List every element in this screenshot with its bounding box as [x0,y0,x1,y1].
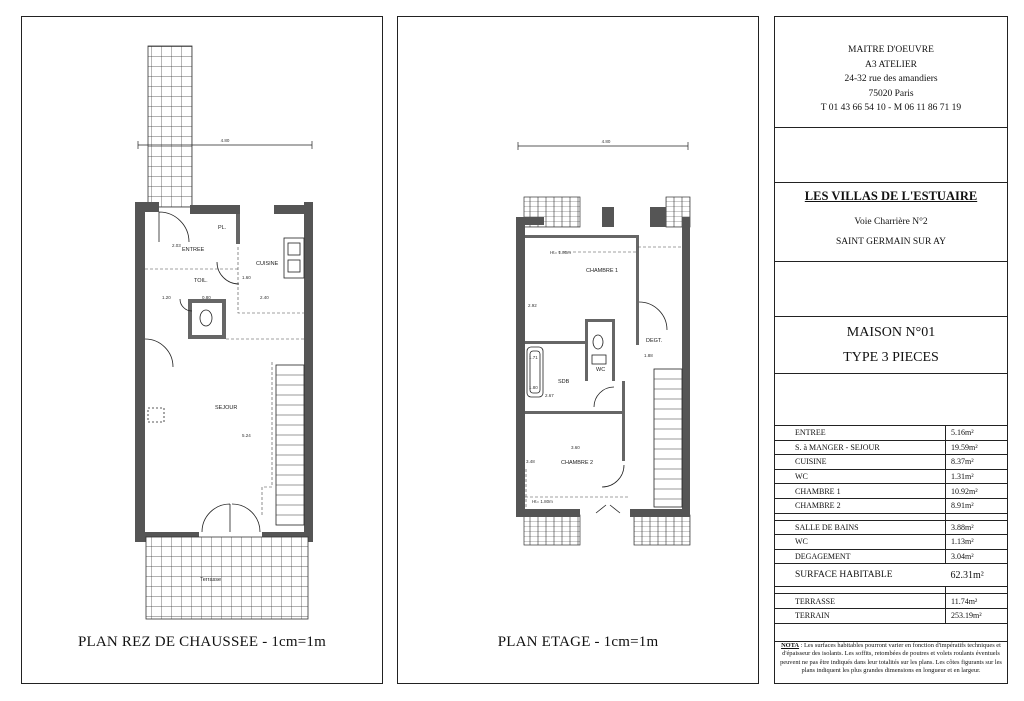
room-toil: TOIL. [194,278,208,284]
internal-walls [525,235,682,498]
room-chambre2: CHAMBRE 2 [561,460,593,466]
svg-text:3.60: 3.60 [571,445,580,450]
svg-text:2.40: 2.40 [260,295,269,300]
terrace-door [201,503,231,533]
svg-text:1.60: 1.60 [242,275,251,280]
svg-text:1.71: 1.71 [529,355,538,360]
svg-text:3.48: 3.48 [526,459,535,464]
wc-toilet [592,334,604,350]
internal-walls [145,214,304,340]
width-dimension: 4.80 [517,139,689,150]
toilet [199,309,213,327]
room-sdb: SDB [558,379,570,385]
architect-info: MAITRE D'OEUVRE A3 ATELIER 24-32 rue des… [775,17,1007,128]
svg-text:2.92: 2.92 [528,303,537,308]
svg-text:5.24: 5.24 [242,433,251,438]
project-info: LES VILLAS DE L'ESTUAIRE Voie Charrière … [775,183,1007,262]
kitchen-counter [283,237,305,279]
svg-text:1.88: 1.88 [644,353,653,358]
room-sejour: SEJOUR [215,405,237,411]
brick-parapet-bottom-left [523,514,581,546]
width-dimension: 4.80 [137,138,313,149]
blank-cell [775,374,1007,426]
svg-text:2.67: 2.67 [545,393,554,398]
staircase [261,362,305,526]
svg-text:Ht= 1.80m: Ht= 1.80m [550,250,571,255]
ground-floor-title: PLAN REZ DE CHAUSSEE - 1cm=1m [77,634,326,650]
sheet-ground-floor: 4.80 [21,16,383,684]
entry-door [158,211,190,243]
room-cuisine: CUISINE [256,261,279,267]
blank-cell [775,128,1007,183]
svg-text:0.80: 0.80 [202,295,211,300]
room-wc: WC [596,367,605,373]
width-dim-label: 4.80 [221,138,230,143]
room-chambre1: CHAMBRE 1 [586,268,618,274]
terrace-tiles [145,536,309,620]
svg-text:4.80: 4.80 [602,139,611,144]
room-entree: ENTREE [182,247,205,253]
svg-text:Ht= 1.80m: Ht= 1.80m [532,499,553,504]
staircase [653,368,683,508]
nota-text: NOTA : Les surfaces habitables pourront … [775,641,1007,675]
first-floor-plan: 4.80 [516,139,691,546]
walkway-tiles [147,45,193,208]
brick-parapet-top-left [523,196,581,228]
bathtub [526,346,544,398]
svg-text:1.80: 1.80 [529,385,538,390]
house-info: MAISON N°01 TYPE 3 PIECES [775,317,1007,374]
sheet-first-floor: 4.80 [397,16,759,684]
outer-walls [516,207,690,517]
house-name: MAISON N°01 [846,325,936,340]
brick-parapet-bottom-right [633,514,691,546]
first-floor-title: PLAN ETAGE - 1cm=1m [497,634,659,650]
room-pl: PL. [218,225,227,231]
blank-cell [775,262,1007,317]
room-degt: DEGT. [646,338,663,344]
title-block: MAITRE D'OEUVRE A3 ATELIER 24-32 rue des… [774,16,1008,684]
ground-floor-plan: 4.80 [135,45,313,620]
outer-walls [135,202,313,542]
svg-text:1.20: 1.20 [162,295,171,300]
room-terrasse: Terrasse [200,577,221,583]
house-type: TYPE 3 PIECES [843,350,939,365]
project-name: LES VILLAS DE L'ESTUAIRE [804,189,978,203]
svg-text:2.03: 2.03 [172,243,181,248]
